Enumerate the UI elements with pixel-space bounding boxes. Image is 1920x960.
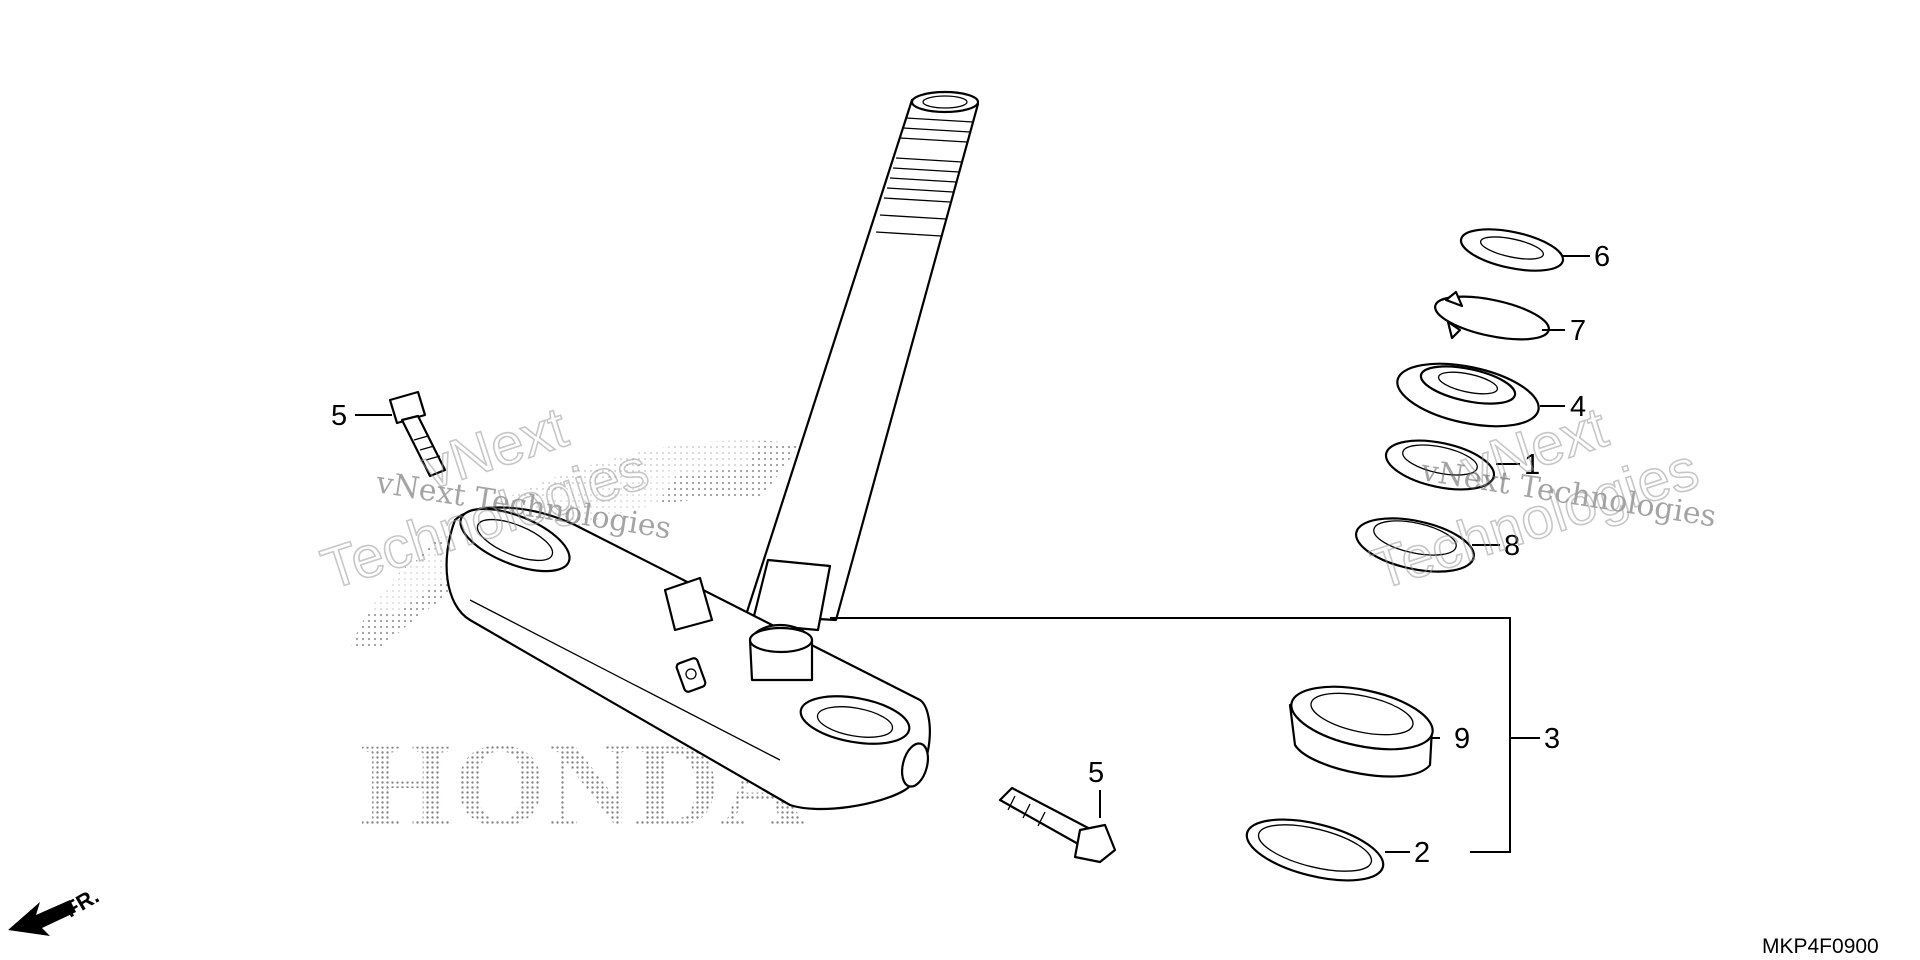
callout-3: 3	[1544, 723, 1560, 755]
watermark-right: vNext vNext Technologies Technologies	[1363, 394, 1718, 603]
callout-5-left: 5	[331, 400, 347, 432]
part-adjusting-nut	[1396, 362, 1540, 428]
part-upper-bearing	[1354, 517, 1476, 573]
diagram-code: MKP4F0900	[1762, 935, 1879, 958]
callout-1: 1	[1524, 449, 1540, 481]
leader-lines	[355, 255, 1590, 853]
callout-8: 8	[1504, 530, 1520, 562]
part-lower-dust-seal	[1245, 818, 1385, 882]
front-direction-arrow: FR.	[8, 883, 103, 936]
part-dust-seal	[1384, 439, 1496, 491]
part-lower-bearing	[1288, 685, 1434, 778]
callout-7: 7	[1570, 315, 1586, 347]
bolt-left	[388, 390, 447, 478]
callouts: 5 5 6 7 4 1 8 9 3 2	[331, 241, 1610, 869]
callout-9: 9	[1454, 723, 1470, 755]
bottom-bridge	[445, 506, 931, 811]
part-lock-nut	[1459, 228, 1565, 272]
steering-stem	[744, 90, 980, 632]
part-lock-washer	[1434, 290, 1550, 341]
callout-6: 6	[1594, 241, 1610, 273]
callout-5-bottom: 5	[1088, 757, 1104, 789]
callout-2: 2	[1414, 837, 1430, 869]
bolt-bottom	[998, 786, 1117, 864]
callout-4: 4	[1570, 391, 1586, 423]
